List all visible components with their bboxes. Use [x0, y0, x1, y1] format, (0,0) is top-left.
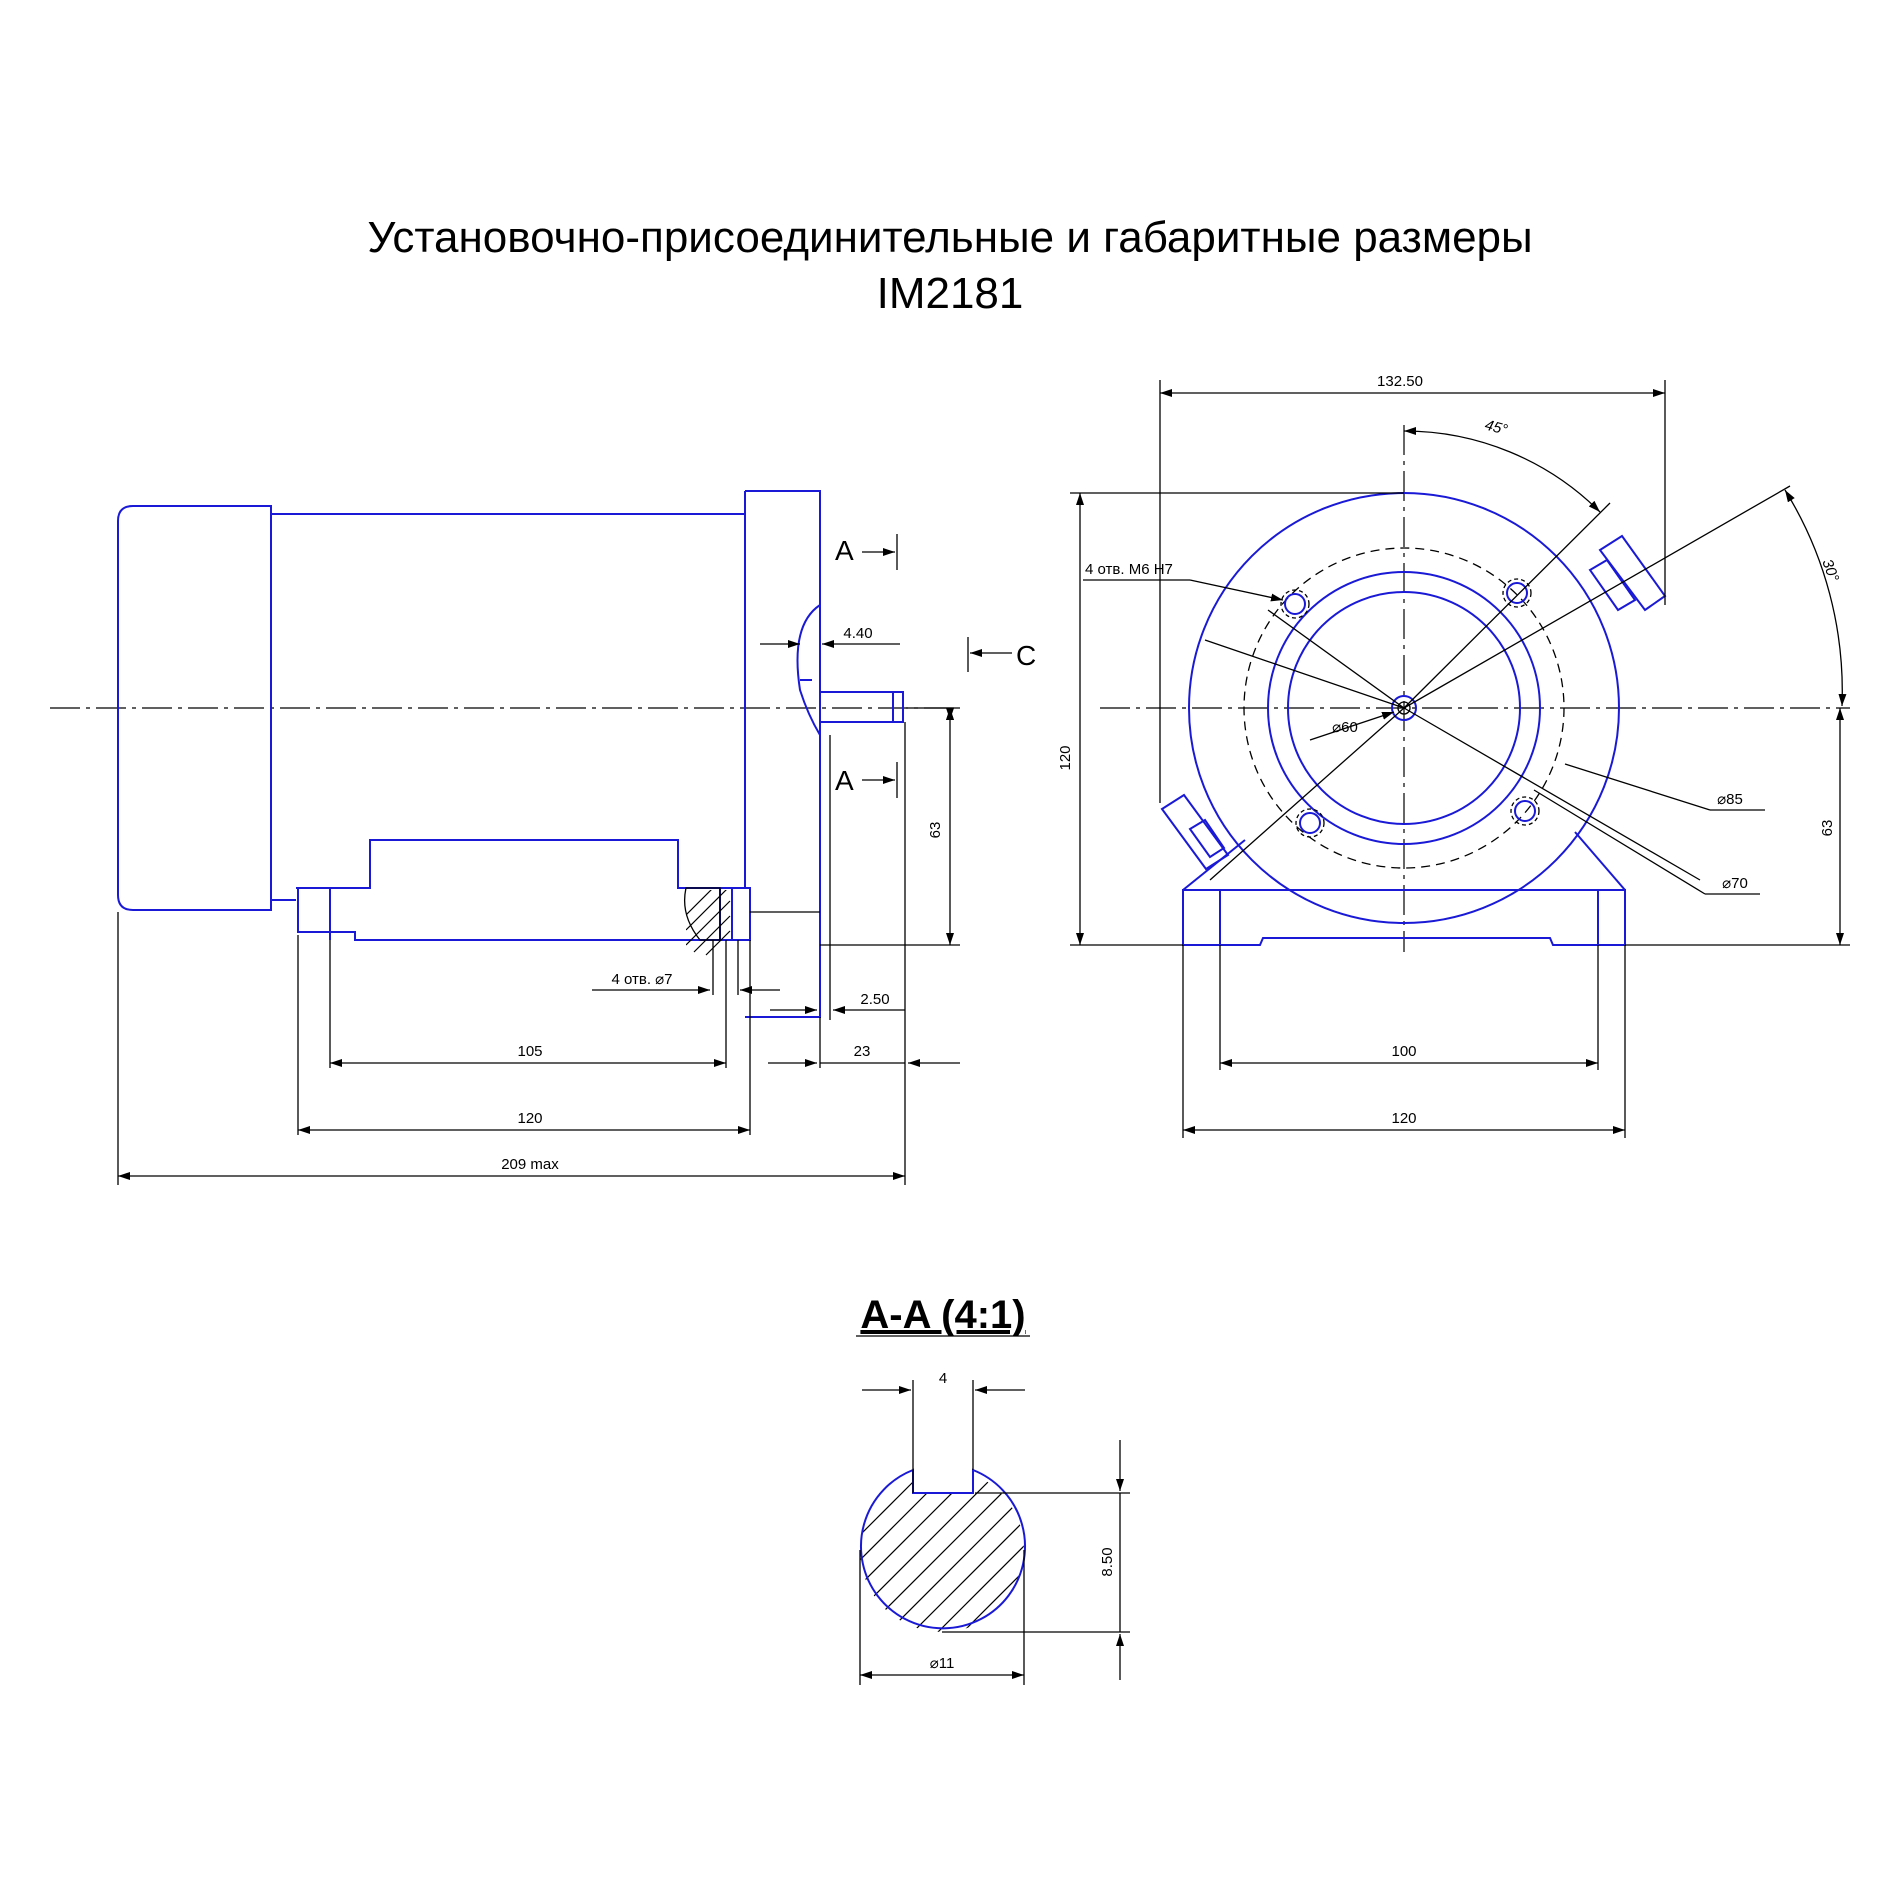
dim-d11: ⌀11 — [859, 1550, 1025, 1685]
dim-63-front-label: 63 — [1819, 820, 1836, 837]
view-label-c: C — [1016, 640, 1036, 671]
dim-132-50: 132.50 — [1159, 373, 1666, 803]
shaft-section-outline — [860, 1468, 1026, 1630]
dim-4-40: 4.40 — [760, 625, 900, 648]
dim-105: 105 — [330, 1043, 726, 1067]
dim-8-50: 8.50 — [942, 1440, 1130, 1680]
side-view: A A C 4.40 63 — [50, 490, 1036, 1185]
dim-key-width-4: 4 — [862, 1370, 1025, 1493]
angle-30: 30° — [1784, 489, 1847, 707]
section-aa: A-A (4:1) 4 — [856, 1293, 1130, 1685]
angle-30-label: 30° — [1818, 557, 1842, 584]
dim-23: 23 — [768, 1043, 960, 1067]
title-line-1: Установочно-присоединительные и габаритн… — [367, 213, 1532, 262]
dim-100: 100 — [1219, 945, 1599, 1070]
section-mark-a-top: A — [835, 534, 898, 570]
dim-63-side: 63 — [820, 707, 960, 946]
shaft-circle — [1391, 695, 1417, 721]
dim-4-40-label: 4.40 — [843, 625, 872, 642]
section-label-a-bottom: A — [835, 765, 854, 796]
dim-d11-label: ⌀11 — [930, 1655, 955, 1672]
dim-d85: ⌀85 — [1564, 763, 1765, 811]
dim-d70: ⌀70 — [1533, 789, 1760, 895]
dim-100-label: 100 — [1391, 1043, 1416, 1060]
threaded-holes — [1280, 578, 1540, 838]
dim-209-max-label: 209 max — [501, 1156, 559, 1173]
dim-120-side: 120 — [298, 1110, 750, 1134]
dim-d70-label: ⌀70 — [1722, 875, 1748, 892]
front-foot-outline — [1182, 889, 1626, 946]
section-aa-title: A-A (4:1) — [860, 1293, 1025, 1337]
dim-threaded-holes-label: 4 отв. M6 H7 — [1085, 561, 1173, 578]
bolt-circle-d85 — [1243, 547, 1565, 869]
dim-132-50-label: 132.50 — [1377, 373, 1423, 390]
dim-120-side-label: 120 — [517, 1110, 542, 1127]
dim-2-50: 2.50 — [770, 991, 905, 1014]
dim-d60: ⌀60 — [1309, 711, 1395, 741]
dim-23-label: 23 — [854, 1043, 871, 1060]
dim-63-side-label: 63 — [927, 822, 944, 839]
dim-d85-label: ⌀85 — [1717, 791, 1743, 808]
dim-120-width: 120 — [1182, 945, 1626, 1138]
dim-key-width-4-label: 4 — [939, 1370, 947, 1387]
dim-120-width-label: 120 — [1391, 1110, 1416, 1127]
dim-threaded-holes: 4 отв. M6 H7 — [1083, 561, 1284, 602]
dim-2-50-label: 2.50 — [860, 991, 889, 1008]
spigot-circle-d70 — [1267, 571, 1541, 845]
view-mark-c: C — [967, 637, 1036, 672]
dim-63-front: 63 — [1625, 708, 1850, 946]
foot-section-hatch — [683, 887, 820, 956]
dim-120-height-label: 120 — [1057, 745, 1074, 770]
dim-209-max: 209 max — [118, 1156, 905, 1180]
section-label-a-top: A — [835, 535, 854, 566]
dim-d60-label: ⌀60 — [1332, 719, 1358, 736]
dim-holes-d7-label: 4 отв. ⌀7 — [611, 971, 672, 988]
angle-45: 45° — [1403, 417, 1601, 513]
title-block: Установочно-присоединительные и габаритн… — [367, 213, 1532, 318]
front-view: 132.50 45° 30° 4 отв. M6 H7 120 ⌀6 — [1057, 373, 1850, 1138]
dim-120-height: 120 — [1057, 492, 1404, 946]
angle-45-label: 45° — [1483, 417, 1509, 439]
side-extension-lines — [117, 722, 906, 1185]
title-line-2: IM2181 — [877, 269, 1024, 318]
section-mark-a-bottom: A — [835, 762, 898, 798]
dim-8-50-label: 8.50 — [1099, 1547, 1116, 1576]
motor-body-outline — [117, 490, 904, 1018]
terminal-lugs — [1160, 534, 1667, 871]
dim-105-label: 105 — [517, 1043, 542, 1060]
front-radial-lines — [1204, 485, 1791, 881]
spigot-inner-circle-d60 — [1287, 591, 1521, 825]
dim-holes-d7: 4 отв. ⌀7 — [592, 971, 780, 994]
